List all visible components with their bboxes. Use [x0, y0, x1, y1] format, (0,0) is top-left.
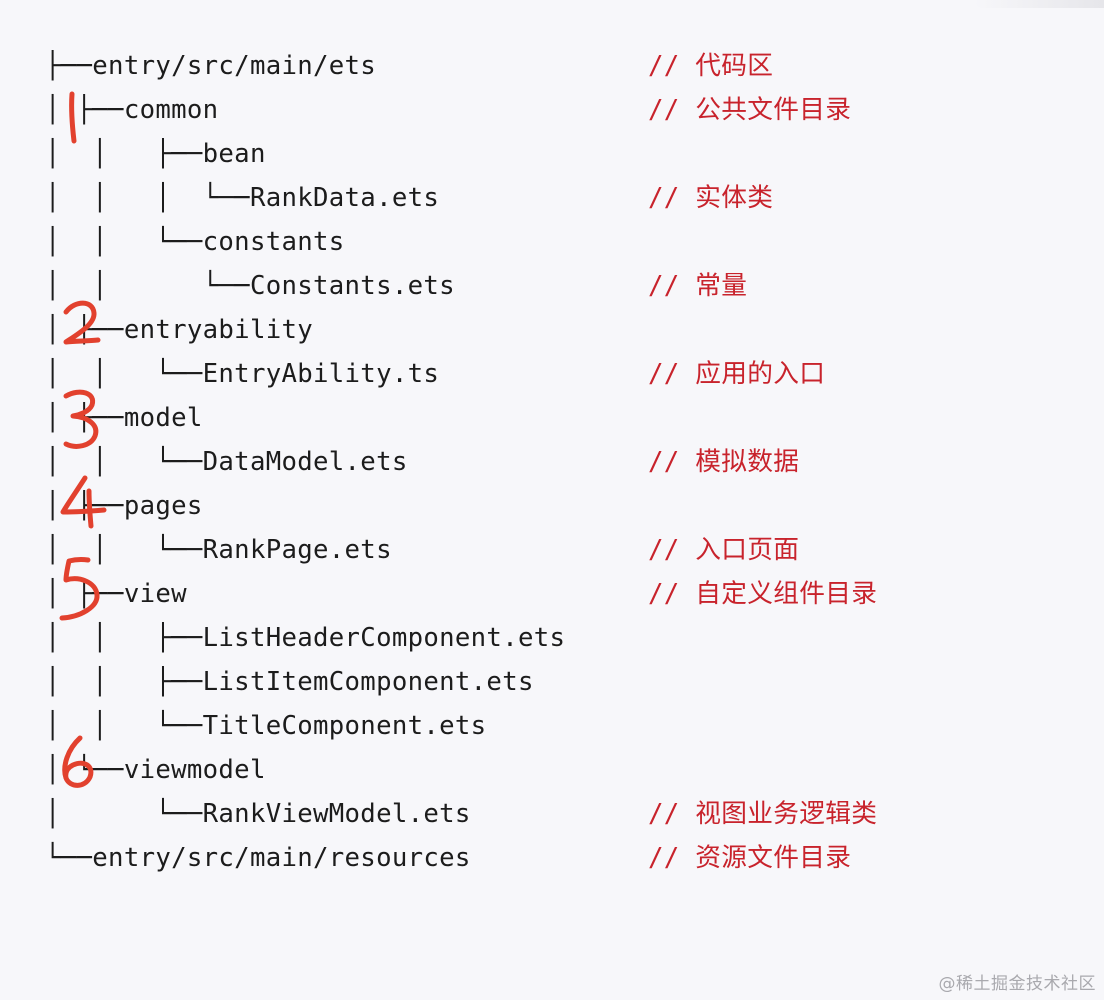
code-line: ├──entry/src/main/ets // 代码区 — [45, 44, 1085, 88]
code-line: └──entry/src/main/resources // 资源文件目录 — [45, 836, 1085, 880]
code-comment: // 入口页面 — [648, 528, 799, 572]
code-line: │ │ └──TitleComponent.ets — [45, 704, 1085, 748]
code-line: │ ├──entryability — [45, 308, 1085, 352]
tree-text: │ ├──view — [45, 579, 187, 609]
code-comment: // 自定义组件目录 — [648, 572, 877, 616]
code-line: │ │ └──EntryAbility.ts // 应用的入口 — [45, 352, 1085, 396]
tree-text: │ └──viewmodel — [45, 755, 266, 785]
tree-text: │ │ └──constants — [45, 227, 345, 257]
tree-text: │ │ └──DataModel.ets — [45, 447, 408, 477]
comment-text: // 常量 — [648, 271, 748, 301]
code-comment: // 资源文件目录 — [648, 836, 851, 880]
code-line: │ │ └──constants — [45, 220, 1085, 264]
code-comment: // 模拟数据 — [648, 440, 799, 484]
code-line: │ │ ├──ListItemComponent.ets — [45, 660, 1085, 704]
code-line: │ │ └──RankPage.ets // 入口页面 — [45, 528, 1085, 572]
code-line: │ └──viewmodel — [45, 748, 1085, 792]
code-comment: // 公共文件目录 — [648, 88, 851, 132]
tree-text: │ │ ├──ListItemComponent.ets — [45, 667, 534, 697]
tree-text: └──entry/src/main/resources — [45, 843, 471, 873]
tree-text: ├──entry/src/main/ets — [45, 51, 377, 81]
code-line: │ ├──common // 公共文件目录 — [45, 88, 1085, 132]
code-line: │ │ │ └──RankData.ets // 实体类 — [45, 176, 1085, 220]
tree-text: │ │ └──TitleComponent.ets — [45, 711, 487, 741]
code-comment: // 常量 — [648, 264, 747, 308]
code-line: │ │ └──DataModel.ets // 模拟数据 — [45, 440, 1085, 484]
watermark: @稀土掘金技术社区 — [938, 974, 1096, 994]
comment-text: // 公共文件目录 — [648, 95, 852, 125]
tree-text: │ │ └──Constants.ets — [45, 271, 455, 301]
comment-text: // 应用的入口 — [648, 359, 826, 389]
code-line: │ ├──model — [45, 396, 1085, 440]
tree-text: │ │ ├──ListHeaderComponent.ets — [45, 623, 566, 653]
code-line: │ └──RankViewModel.ets // 视图业务逻辑类 — [45, 792, 1085, 836]
code-line: │ │ ├──bean — [45, 132, 1085, 176]
tree-text: │ │ │ └──RankData.ets — [45, 183, 440, 213]
comment-text: // 模拟数据 — [648, 447, 800, 477]
tree-text: │ ├──pages — [45, 491, 203, 521]
code-comment: // 视图业务逻辑类 — [648, 792, 877, 836]
tree-text: │ │ └──EntryAbility.ts — [45, 359, 440, 389]
tree-text: │ └──RankViewModel.ets — [45, 799, 471, 829]
code-line: │ ├──pages — [45, 484, 1085, 528]
code-comment: // 应用的入口 — [648, 352, 825, 396]
tree-text: │ ├──model — [45, 403, 203, 433]
code-line: │ │ └──Constants.ets // 常量 — [45, 264, 1085, 308]
comment-text: // 资源文件目录 — [648, 843, 852, 873]
code-comment: // 代码区 — [648, 44, 773, 88]
directory-tree-code-block: ├──entry/src/main/ets // 代码区 │ ├──common /… — [45, 44, 1085, 880]
tree-text: │ │ ├──bean — [45, 139, 266, 169]
corner-shade — [974, 0, 1104, 8]
tree-text: │ ├──common — [45, 95, 219, 125]
tree-text: │ │ └──RankPage.ets — [45, 535, 392, 565]
tree-text: │ ├──entryability — [45, 315, 314, 345]
code-line: │ ├──view // 自定义组件目录 — [45, 572, 1085, 616]
comment-text: // 自定义组件目录 — [648, 579, 878, 609]
comment-text: // 实体类 — [648, 183, 774, 213]
comment-text: // 视图业务逻辑类 — [648, 799, 878, 829]
comment-text: // 代码区 — [648, 51, 774, 81]
comment-text: // 入口页面 — [648, 535, 800, 565]
code-line: │ │ ├──ListHeaderComponent.ets — [45, 616, 1085, 660]
code-comment: // 实体类 — [648, 176, 773, 220]
